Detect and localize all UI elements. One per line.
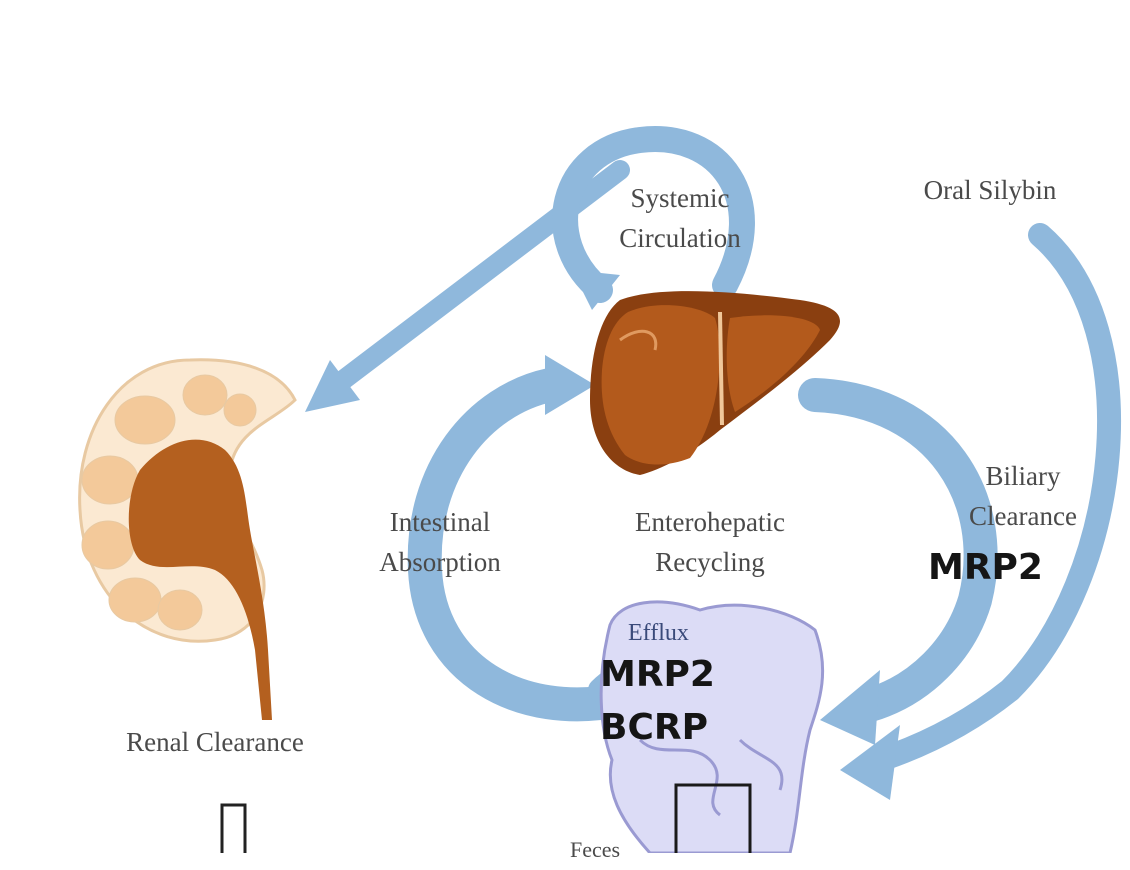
efflux-transporter-mrp2: MRP2 xyxy=(600,654,715,695)
systemic-label-line1: Systemic xyxy=(630,183,730,213)
biliary-clearance-arrow xyxy=(798,378,998,745)
biliary-clearance-label: Biliary Clearance xyxy=(948,456,1098,536)
kidney-pyramids xyxy=(81,374,257,631)
systemic-circulation-label: Systemic Circulation xyxy=(600,178,760,258)
biliary-label-line1: Biliary xyxy=(985,461,1061,491)
renal-clearance-label: Renal Clearance xyxy=(126,727,304,757)
enterohepatic-label-line1: Enterohepatic xyxy=(635,507,785,537)
kidney-illustration xyxy=(78,358,297,720)
efflux-transporter-bcrp: BCRP xyxy=(600,707,708,748)
enterohepatic-label-line2: Recycling xyxy=(655,547,765,577)
intestinal-absorption-arrow xyxy=(407,355,637,722)
oral-silybin-arrow xyxy=(840,223,1121,800)
feces-label: Feces xyxy=(570,837,621,862)
systemic-label-line2: Circulation xyxy=(619,223,741,253)
intestinal-absorption-label: Intestinal Absorption xyxy=(355,502,525,582)
biliary-label-line2: Clearance xyxy=(969,501,1077,531)
efflux-label: Efflux xyxy=(628,620,689,646)
intestinal-label-line2: Absorption xyxy=(379,547,501,577)
intestine-illustration xyxy=(599,600,825,853)
enterohepatic-recycling-label: Enterohepatic Recycling xyxy=(605,502,815,582)
biliary-transporter-label: MRP2 xyxy=(928,547,1043,588)
liver-illustration xyxy=(590,291,840,475)
intestinal-label-line1: Intestinal xyxy=(389,507,491,537)
oral-silybin-label: Oral Silybin xyxy=(923,175,1057,205)
renal-output-bracket xyxy=(220,803,247,853)
systemic-circulation-loop xyxy=(552,126,755,310)
